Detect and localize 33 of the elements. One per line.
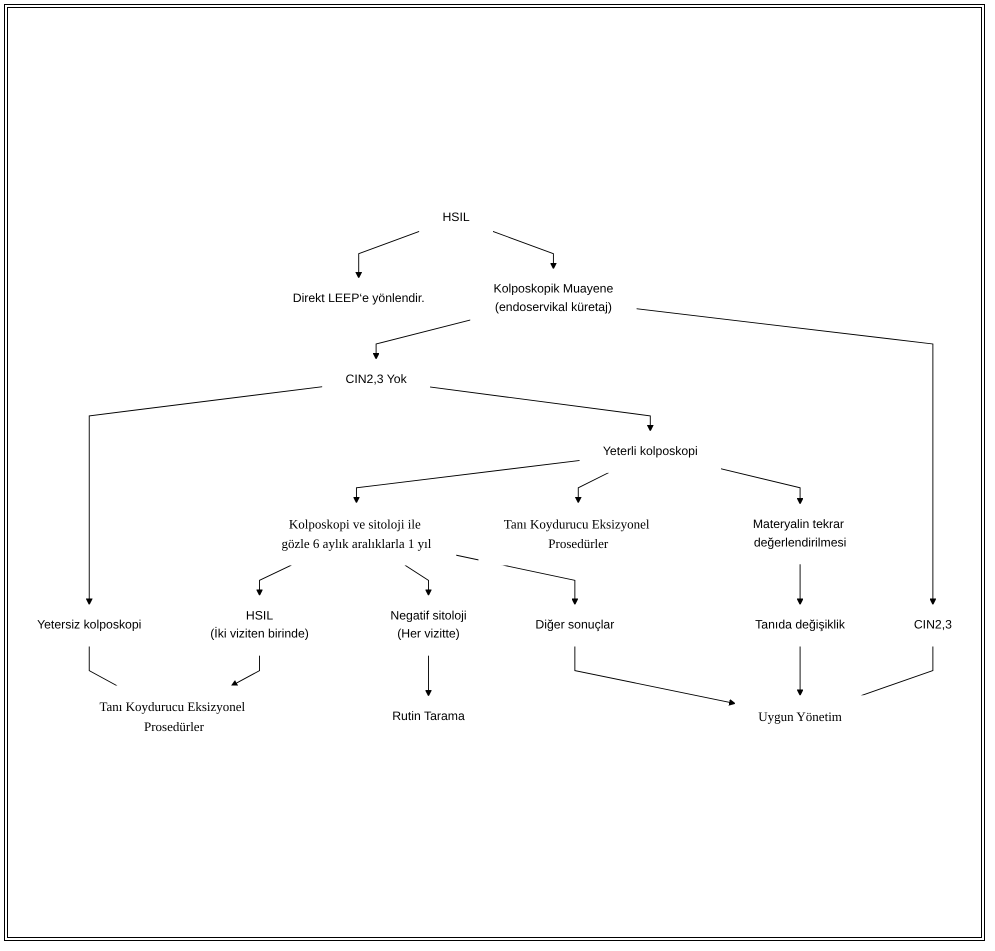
arrow: [796, 646, 804, 696]
node-text: Direkt LEEP‘e yönlendir.: [292, 292, 425, 305]
node-text: CIN2,3: [914, 618, 952, 632]
node-text: Rutin Tarama: [392, 710, 465, 724]
node-text: Yeterli kolposkopi: [602, 444, 698, 458]
arrow: [230, 654, 260, 686]
arrow: [574, 472, 610, 504]
arrow: [353, 460, 580, 504]
arrow: [636, 308, 936, 606]
node-text: Yetersiz kolposkopi: [37, 618, 142, 632]
node-text: Diğer sonuçlar: [535, 618, 614, 632]
connector: [860, 646, 934, 696]
node-text: Tanıda değişiklik: [755, 618, 845, 632]
arrow: [372, 319, 472, 360]
node-text: Negatif sitoloji (Her vizitte): [390, 609, 467, 641]
arrow: [256, 564, 292, 596]
node-text: Materyalin tekrar değerlendirilmesi: [752, 518, 846, 550]
arrow: [574, 646, 736, 706]
arrow: [720, 468, 804, 505]
node-text: Tanı Koydurucu Eksizyonel Prosedürler: [99, 700, 246, 734]
node-text: Uygun Yönetim: [758, 709, 842, 724]
node-text: HSIL: [442, 210, 470, 224]
node-text: HSIL (İki viziten birinde): [210, 609, 309, 641]
arrow: [425, 654, 432, 697]
arrow: [355, 230, 420, 279]
arrow: [404, 564, 432, 596]
arrow: [796, 563, 804, 606]
arrow: [86, 386, 323, 606]
node-text: Kolposkopik Muayene (endoservikal küretaj): [494, 282, 614, 314]
arrow: [429, 386, 654, 432]
node-text: Kolposkopi ve sitoloji ile gözle 6 aylık aralıklarla 1 yıl: [282, 516, 432, 551]
node-text: CIN2,3 Yok: [345, 373, 407, 386]
arrow: [492, 230, 557, 270]
